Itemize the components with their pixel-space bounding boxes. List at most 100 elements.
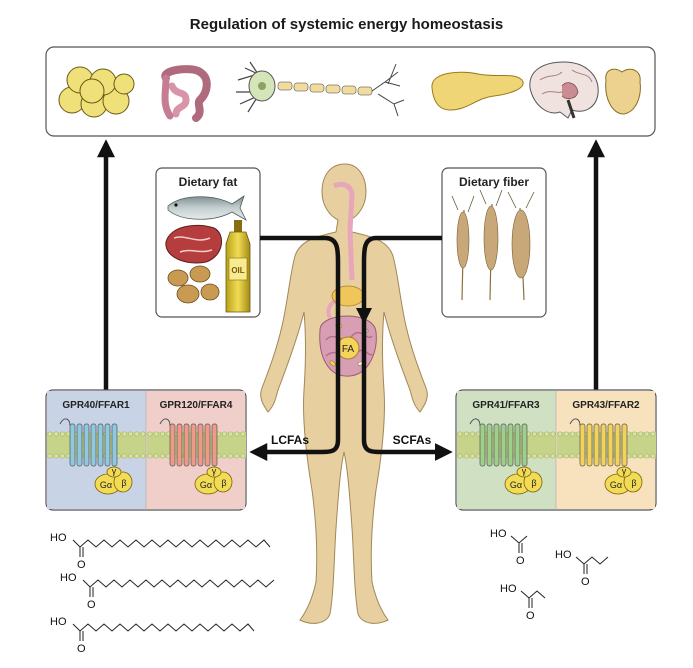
- oxygen-label: O: [581, 576, 590, 588]
- transmembrane-helix: [97, 423, 104, 467]
- transmembrane-helix: [183, 423, 190, 467]
- transmembrane-helix: [111, 423, 118, 467]
- cell-membrane: [457, 432, 556, 458]
- transmembrane-helix: [69, 423, 76, 467]
- oxygen-label: O: [516, 555, 525, 567]
- g-gamma-label: γ: [622, 466, 627, 476]
- scfa-propionate: [520, 590, 546, 608]
- hydroxyl-label: HO: [555, 549, 572, 561]
- transmembrane-helix: [176, 423, 183, 467]
- fiber-to-scfa-arrow: [361, 235, 453, 461]
- page-title: Regulation of systemic energy homeostasi…: [189, 16, 504, 33]
- transmembrane-helix: [514, 423, 521, 467]
- lcfa-structure-3: [72, 623, 255, 632]
- transmembrane-helix: [90, 423, 97, 467]
- long-chain-fatty-acid-structures: [72, 539, 275, 641]
- cell-membrane: [47, 432, 146, 458]
- transmembrane-helix: [607, 423, 614, 467]
- g-beta-subunit: [213, 471, 233, 493]
- g-alpha-label: Gα: [200, 480, 212, 490]
- oxygen-label: O: [87, 599, 96, 611]
- g-gamma-subunit: [206, 466, 222, 478]
- transmembrane-helix: [593, 423, 600, 467]
- oxygen-label: O: [77, 559, 86, 571]
- transmembrane-helix: [507, 423, 514, 467]
- g-gamma-label: γ: [112, 466, 117, 476]
- scfa-butyrate: [575, 556, 609, 574]
- transmembrane-helix: [614, 423, 621, 467]
- brown-adipose-icon: [605, 68, 641, 115]
- transmembrane-helix: [500, 423, 507, 467]
- transmembrane-helix: [586, 423, 593, 467]
- meat-icon: [165, 224, 222, 264]
- receptor-label: GPR43/FFAR2: [572, 400, 640, 411]
- transmembrane-helix: [83, 423, 90, 467]
- hydroxyl-label: HO: [500, 583, 517, 595]
- transmembrane-helix: [190, 423, 197, 467]
- g-beta-subunit: [523, 471, 543, 493]
- receptor-label: GPR41/FFAR3: [472, 400, 540, 411]
- hydroxyl-label: HO: [490, 528, 507, 540]
- transmembrane-helix: [169, 423, 176, 467]
- receptor-label: GPR40/FFAR1: [62, 400, 130, 411]
- transmembrane-helix: [76, 423, 83, 467]
- brain-icon: [529, 61, 599, 119]
- dietary-fiber-label: Dietary fiber: [459, 175, 529, 189]
- intestine-icon: [161, 65, 211, 122]
- oxygen-label: O: [526, 610, 535, 622]
- hydroxyl-label: HO: [60, 572, 77, 584]
- hydroxyl-label: HO: [50, 532, 67, 544]
- g-gamma-label: γ: [212, 466, 217, 476]
- g-beta-subunit: [113, 471, 133, 493]
- adipose-tissue-icon: [58, 66, 135, 118]
- g-beta-label: β: [531, 478, 536, 488]
- receptor-label: GPR120/FFAR4: [160, 400, 233, 411]
- transmembrane-helix: [621, 423, 628, 467]
- g-alpha-label: Gα: [100, 480, 112, 490]
- transmembrane-helix: [211, 423, 218, 467]
- transmembrane-helix: [579, 423, 586, 467]
- g-gamma-subunit: [616, 466, 632, 478]
- g-gamma-subunit: [106, 466, 122, 478]
- hydroxyl-label: HO: [50, 616, 67, 628]
- transmembrane-helix: [479, 423, 486, 467]
- human-body-icon: FA: [260, 163, 428, 624]
- fish-icon: [167, 195, 247, 222]
- lcfa-structure-2: [82, 579, 275, 588]
- transmembrane-helix: [493, 423, 500, 467]
- oil-bottle-icon: OIL: [225, 220, 251, 313]
- short-chain-fatty-acid-structures: [510, 535, 609, 608]
- g-gamma-label: γ: [522, 466, 527, 476]
- pancreas-icon: [431, 71, 524, 111]
- fat-to-lcfa-arrow: [249, 235, 341, 461]
- cell-membrane: [147, 432, 246, 458]
- neuron-icon: [236, 61, 405, 117]
- g-beta-subunit: [623, 471, 643, 493]
- oil-label: OIL: [231, 266, 244, 275]
- transmembrane-helix: [104, 423, 111, 467]
- lcfa-label: LCFAs: [271, 433, 309, 447]
- walnuts-icon: [167, 265, 220, 304]
- oxygen-label: O: [77, 643, 86, 655]
- g-alpha-label: Gα: [510, 480, 522, 490]
- g-beta-label: β: [121, 478, 126, 488]
- g-gamma-subunit: [516, 466, 532, 478]
- lcfa-structure-1: [72, 539, 271, 548]
- transmembrane-helix: [204, 423, 211, 467]
- dietary-fat-label: Dietary fat: [179, 175, 238, 189]
- g-alpha-label: Gα: [610, 480, 622, 490]
- g-beta-label: β: [221, 478, 226, 488]
- scfa-label: SCFAs: [393, 433, 432, 447]
- transmembrane-helix: [197, 423, 204, 467]
- transmembrane-helix: [486, 423, 493, 467]
- fatty-acid-label: FA: [342, 344, 355, 355]
- g-beta-label: β: [631, 478, 636, 488]
- wheat-icon: [451, 189, 535, 301]
